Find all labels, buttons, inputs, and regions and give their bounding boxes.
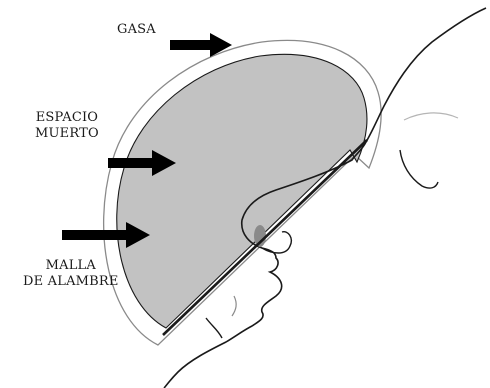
eye-detail bbox=[400, 150, 438, 188]
brow-detail bbox=[404, 113, 458, 120]
chin-stroke bbox=[206, 318, 222, 338]
label-malla-line1: MALLA bbox=[23, 258, 119, 274]
label-espacio-line2: MUERTO bbox=[35, 126, 99, 142]
label-malla-de-alambre: MALLA DE ALAMBRE bbox=[23, 258, 119, 290]
label-espacio-line1: ESPACIO bbox=[35, 110, 99, 126]
label-malla-line2: DE ALAMBRE bbox=[23, 274, 119, 290]
chin-stroke-2 bbox=[232, 296, 236, 316]
label-espacio-muerto: ESPACIO MUERTO bbox=[35, 110, 99, 142]
label-gasa: GASA bbox=[117, 22, 156, 38]
